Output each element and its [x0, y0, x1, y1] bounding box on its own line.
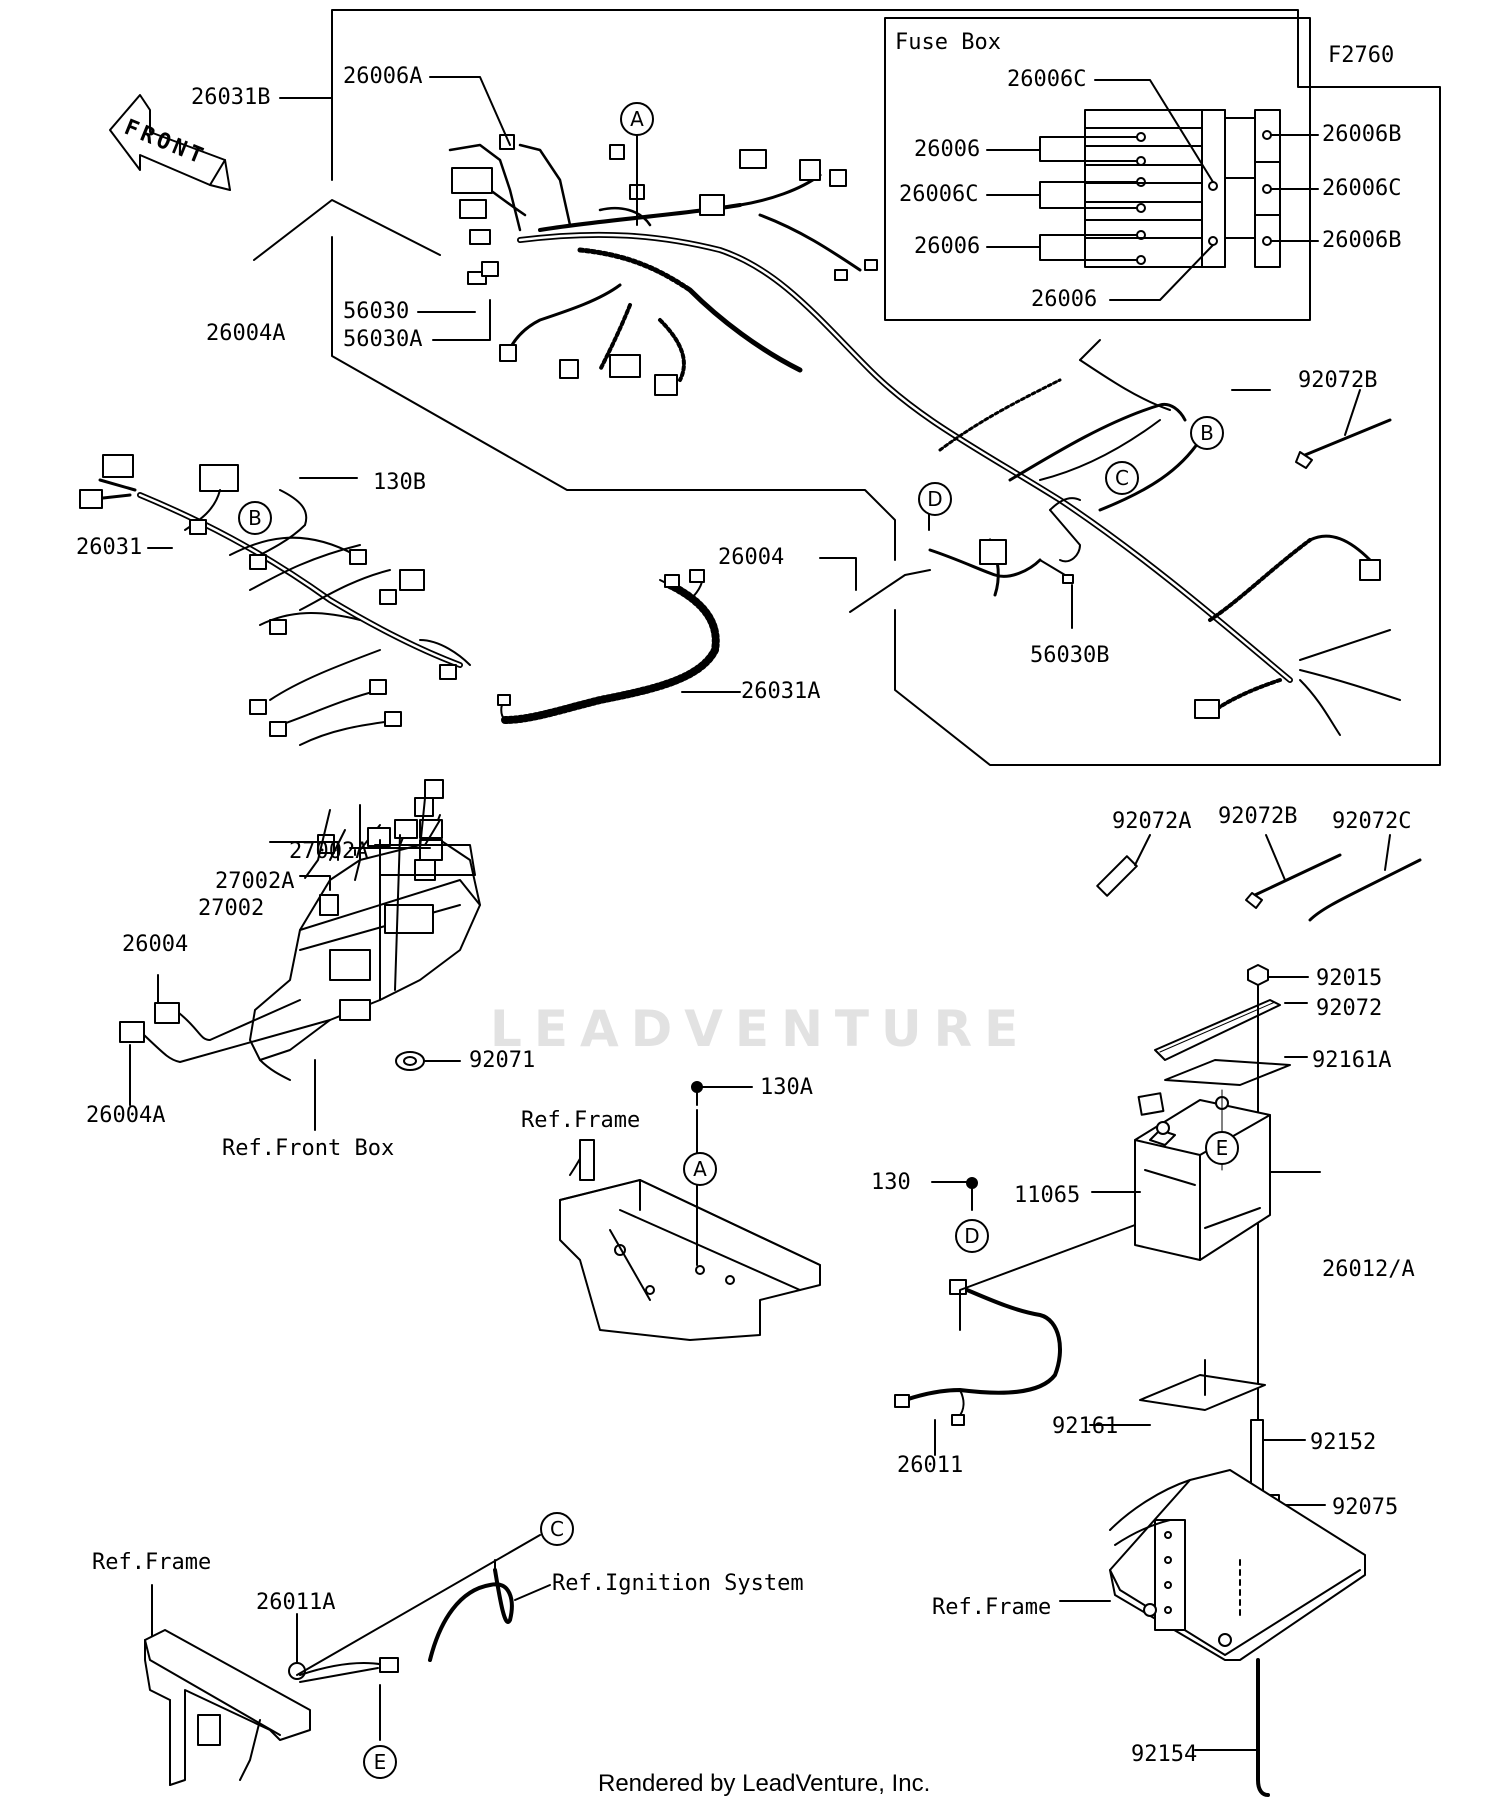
wire-26031A	[497, 569, 720, 724]
label-92072C: 92072C	[1332, 809, 1412, 834]
label-26004-mid: 26004	[718, 545, 785, 570]
main-harness-frame	[331, 9, 1441, 766]
label-26006C-b: 26006C	[899, 182, 979, 207]
label-130B: 130B	[373, 470, 426, 495]
battery-cable-26011	[894, 1177, 1136, 1456]
label-26004A-top: 26004A	[206, 321, 286, 346]
label-26011A: 26011A	[256, 1590, 336, 1615]
label-27002A-b: 27002A	[215, 869, 295, 894]
cable-tie-92072B-top	[1295, 389, 1392, 469]
callout-D-top: D	[918, 482, 952, 516]
label-92071: 92071	[469, 1048, 536, 1073]
label-26012A: 26012/A	[1322, 1257, 1415, 1282]
callout-A-top: A	[620, 102, 654, 136]
ref-frame-mid: Ref.Frame	[521, 1108, 641, 1133]
label-26006C-c: 26006C	[1322, 176, 1402, 201]
label-92072B-mid: 92072B	[1218, 804, 1298, 829]
frame-section-bottom-left	[144, 1534, 551, 1786]
top-leaders	[253, 76, 1271, 693]
front-box-assembly	[119, 779, 481, 1131]
label-26031: 26031	[76, 535, 143, 560]
label-27002A-a: 27002A	[289, 839, 369, 864]
callout-E-battery: E	[1205, 1131, 1239, 1165]
label-92015: 92015	[1316, 966, 1383, 991]
label-56030A: 56030A	[343, 327, 423, 352]
label-11065: 11065	[1014, 1183, 1081, 1208]
callout-C-top: C	[1105, 461, 1139, 495]
label-26006-b: 26006	[914, 234, 981, 259]
label-26006B-b: 26006B	[1322, 228, 1402, 253]
fuse-box-detail	[884, 17, 1319, 321]
label-92154: 92154	[1131, 1742, 1198, 1767]
label-92161: 92161	[1052, 1414, 1119, 1439]
battery-assembly	[1059, 964, 1366, 1797]
cable-ties-mid	[1096, 834, 1422, 922]
label-26006-a: 26006	[914, 137, 981, 162]
label-56030: 56030	[343, 299, 410, 324]
callout-C-bottom: C	[540, 1512, 574, 1546]
label-26004-left: 26004	[122, 932, 189, 957]
ref-front-box: Ref.Front Box	[222, 1136, 395, 1161]
label-130: 130	[871, 1170, 911, 1195]
callout-B-left: B	[238, 501, 272, 535]
label-26006B-a: 26006B	[1322, 122, 1402, 147]
label-26006C-a: 26006C	[1007, 67, 1087, 92]
label-92072B-top: 92072B	[1298, 368, 1378, 393]
main-wire-harness	[448, 134, 1401, 736]
figure-code: F2760	[1328, 43, 1395, 68]
callout-B-top: B	[1190, 416, 1224, 450]
label-130A: 130A	[760, 1075, 813, 1100]
ref-frame-right: Ref.Frame	[932, 1595, 1052, 1620]
front-arrow	[109, 94, 231, 191]
ref-ignition-system: Ref.Ignition System	[552, 1571, 804, 1596]
callout-D-mid: D	[955, 1219, 989, 1253]
sub-harness-26031	[79, 454, 471, 746]
ref-frame-left: Ref.Frame	[92, 1550, 212, 1575]
callout-E-bottom: E	[363, 1745, 397, 1779]
label-26004A-left: 26004A	[86, 1103, 166, 1128]
label-26006-c: 26006	[1031, 287, 1098, 312]
label-92161A: 92161A	[1312, 1048, 1392, 1073]
leadventure-watermark: LEADVENTURE	[490, 1000, 1031, 1058]
frame-section-mid	[559, 1081, 821, 1341]
label-92072: 92072	[1316, 996, 1383, 1021]
label-26006A: 26006A	[343, 64, 423, 89]
label-92072A: 92072A	[1112, 809, 1192, 834]
label-26031B: 26031B	[191, 85, 271, 110]
label-56030B: 56030B	[1030, 643, 1110, 668]
fuse-box-title: Fuse Box	[895, 30, 1001, 55]
render-credit: Rendered by LeadVenture, Inc.	[598, 1770, 931, 1797]
label-92152: 92152	[1310, 1430, 1377, 1455]
callout-A-mid: A	[683, 1152, 717, 1186]
label-27002: 27002	[198, 896, 265, 921]
label-26031A: 26031A	[741, 679, 821, 704]
label-26011: 26011	[897, 1453, 964, 1478]
label-92075: 92075	[1332, 1495, 1399, 1520]
